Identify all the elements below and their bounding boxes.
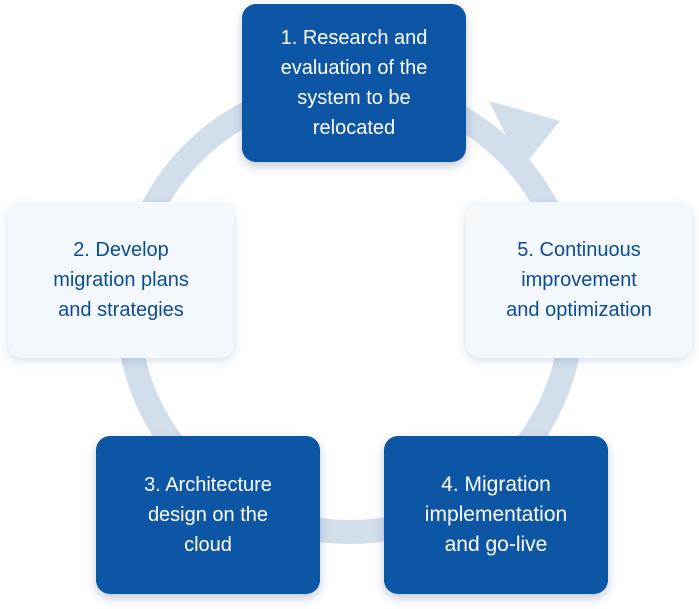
step-4-implementation-box: 4. Migration implementation and go-live bbox=[384, 436, 608, 594]
step-1-label: 1. Research and evaluation of the system… bbox=[280, 27, 428, 139]
step-5-improvement-box: 5. Continuous improvement and optimizati… bbox=[466, 202, 692, 358]
step-2-plan-box: 2. Develop migration plans and strategie… bbox=[8, 202, 234, 358]
step-3-label: 3. Architecture design on the cloud bbox=[144, 474, 272, 556]
step-2-label: 2. Develop migration plans and strategie… bbox=[53, 239, 189, 321]
step-4-label: 4. Migration implementation and go-live bbox=[424, 473, 568, 556]
step-3-architecture-box: 3. Architecture design on the cloud bbox=[96, 436, 320, 594]
step-5-label: 5. Continuous improvement and optimizati… bbox=[506, 239, 652, 321]
step-1-research-box: 1. Research and evaluation of the system… bbox=[242, 4, 466, 162]
cycle-arrow-head-icon bbox=[489, 101, 560, 168]
